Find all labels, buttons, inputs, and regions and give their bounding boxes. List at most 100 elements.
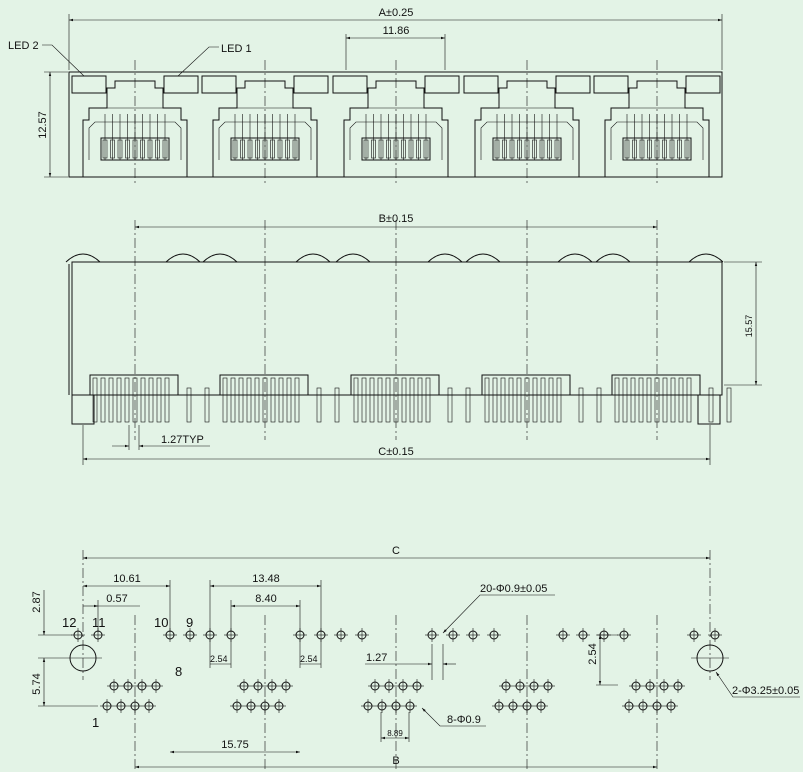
pin-carrier	[89, 374, 179, 395]
dim-0-57-label: 0.57	[106, 593, 127, 605]
contact-tip	[662, 139, 667, 159]
led-hole-12	[446, 628, 460, 642]
led1-window	[163, 75, 199, 94]
signal-pin	[508, 377, 514, 423]
signal-hole-lower-5-2	[636, 699, 650, 713]
dim-1-27-label: 1.27	[366, 652, 387, 664]
led-lens-3	[202, 253, 238, 263]
contact-tip	[247, 139, 253, 159]
led-hole-19	[687, 628, 701, 642]
contact-tip	[532, 139, 537, 159]
holes-20-leader	[442, 594, 555, 634]
led-hole-14	[487, 628, 501, 642]
signal-pin	[100, 377, 106, 423]
signal-pin	[230, 377, 236, 423]
signal-pin	[686, 377, 692, 423]
signal-hole-upper-3-1	[368, 679, 382, 693]
dim-a-label: A±0.25	[379, 7, 414, 19]
signal-hole-upper-2-4	[279, 679, 293, 693]
signal-pin	[377, 377, 383, 423]
contact-tip	[147, 139, 153, 159]
signal-hole-lower-1-1	[100, 699, 114, 713]
led2-window	[593, 75, 629, 94]
signal-hole-lower-4-1	[492, 699, 506, 713]
signal-pin	[278, 377, 284, 423]
contact-tip	[232, 139, 238, 159]
led-hole-11	[425, 628, 439, 642]
signal-hole-lower-3-2	[375, 699, 389, 713]
dim-b-side-label: B±0.15	[379, 213, 414, 225]
signal-hole-upper-4-2	[513, 679, 527, 693]
contact-tip	[371, 139, 376, 159]
contact-tip	[684, 139, 690, 159]
signal-pin	[140, 377, 146, 423]
signal-pin	[385, 377, 391, 423]
signal-hole-upper-1-2	[121, 679, 135, 693]
signal-pin	[156, 377, 162, 423]
signal-hole-upper-1-4	[149, 679, 163, 693]
contact-tip	[117, 139, 123, 159]
mount-holes-label: 2-Φ3.25±0.05	[732, 685, 799, 697]
contact-tip	[547, 139, 552, 159]
led1-window	[685, 75, 721, 94]
signal-hole-lower-2-4	[272, 699, 286, 713]
mount-holes-leader	[715, 671, 800, 698]
led2-window	[201, 75, 237, 94]
pin-9-label: 9	[186, 615, 193, 630]
pin-carrier	[611, 374, 701, 395]
contact-tip	[292, 139, 298, 159]
contact-tip	[416, 139, 421, 159]
dim-8-40-label: 8.40	[255, 593, 276, 605]
signal-hole-upper-4-3	[527, 679, 541, 693]
signal-pin	[548, 377, 554, 423]
signal-pin	[148, 377, 154, 423]
signal-pin	[116, 377, 122, 423]
pin-11-label: 11	[92, 615, 106, 630]
led-pin	[465, 387, 471, 423]
holes-20-label: 20-Φ0.9±0.05	[480, 583, 547, 595]
led-lens-5	[335, 253, 371, 263]
led2-leader	[42, 44, 85, 77]
signal-hole-upper-3-3	[396, 679, 410, 693]
signal-hole-upper-1-1	[107, 679, 121, 693]
pin-1-label: 1	[92, 715, 99, 730]
pin-group-2	[219, 374, 340, 423]
signal-pin	[246, 377, 252, 423]
signal-hole-lower-4-4	[534, 699, 548, 713]
side-housing-outline	[71, 261, 723, 396]
signal-hole-upper-5-4	[671, 679, 685, 693]
signal-pin	[492, 377, 498, 423]
contact-tip	[677, 139, 682, 159]
signal-hole-upper-2-3	[265, 679, 279, 693]
signal-pin	[164, 377, 170, 423]
signal-hole-upper-5-1	[629, 679, 643, 693]
contact-tip	[240, 139, 245, 159]
contact-tip	[255, 139, 260, 159]
contact-tip	[162, 139, 168, 159]
signal-pin	[238, 377, 244, 423]
contact-tip	[102, 139, 108, 159]
front-view: A±0.25 11.86 12.57 LED 2 LED 1	[8, 7, 723, 178]
signal-pin	[409, 377, 415, 423]
pin-carrier	[219, 374, 309, 395]
led-hole-4	[183, 628, 197, 642]
led-pin	[334, 387, 340, 423]
contact-tip	[378, 139, 384, 159]
signal-pin	[532, 377, 538, 423]
pcb-footprint: C 10.61 0.57 13.48 8.40 2.87 5.74 12 11 …	[31, 545, 800, 769]
contact-tip	[363, 139, 369, 159]
led2-window	[463, 75, 499, 94]
led-lens-7	[465, 253, 501, 263]
signal-pin	[540, 377, 546, 423]
led1-label: LED 1	[221, 43, 252, 55]
signal-pin	[124, 377, 130, 423]
contact-tip	[401, 139, 406, 159]
signal-pin	[622, 377, 628, 423]
dim-pitch-label: 11.86	[383, 25, 410, 37]
dim-5-74-label: 5.74	[31, 673, 43, 694]
board-lock-left	[71, 395, 95, 425]
dim-c-fp-label: C	[392, 545, 400, 557]
dim-8-89-label: 8.89	[387, 729, 403, 738]
contact-tip	[110, 139, 115, 159]
